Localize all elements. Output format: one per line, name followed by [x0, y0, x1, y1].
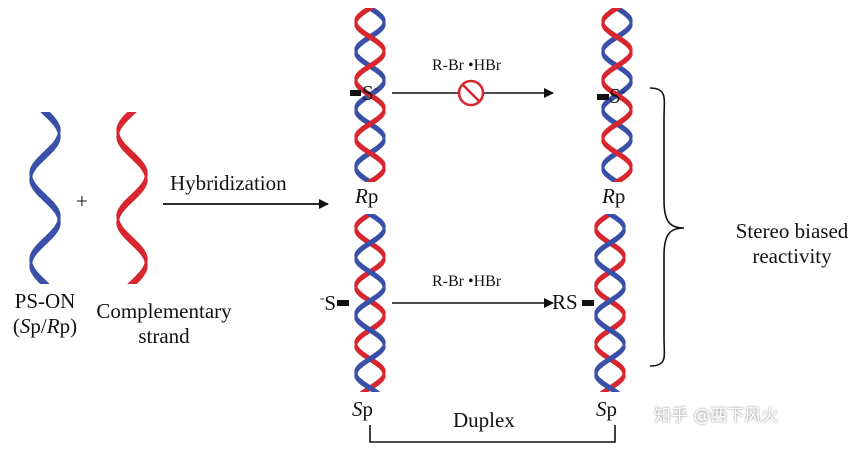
rp-duplex-right-red — [601, 8, 633, 182]
ps-on-strand — [29, 112, 61, 284]
no-reaction-icon — [457, 79, 485, 107]
s-minus-top-label: S- — [362, 80, 379, 105]
hybridization-label: Hybridization — [170, 171, 287, 195]
sp-right-label: Sp — [596, 397, 617, 421]
rp-left-label: Rp — [355, 184, 379, 208]
reagent-bottom-label: R-Br •HBr — [432, 273, 502, 290]
sp-duplex-right-blue — [594, 214, 626, 392]
right-brace — [649, 87, 685, 367]
reagent-top-label: R-Br •HBr — [432, 57, 502, 74]
rp-right-label: Rp — [602, 184, 626, 208]
s-minus-right-label: S- — [609, 83, 626, 108]
sp-left-label: Sp — [352, 397, 373, 421]
stereo-biased-label: Stereo biased reactivity — [735, 219, 849, 268]
minus-s-label: -S — [320, 290, 337, 315]
plus-sign: + — [76, 189, 88, 213]
complementary-strand — [116, 112, 148, 284]
sp-duplex-left-blue — [354, 214, 386, 392]
rp-duplex-left-red — [354, 8, 386, 182]
duplex-bracket — [369, 425, 616, 443]
complementary-strand-label: Complementary strand — [96, 299, 232, 348]
rs-label: RS — [552, 290, 578, 314]
duplex-label: Duplex — [453, 408, 515, 432]
ps-on-label: PS-ON (Sp/Rp) — [12, 289, 78, 338]
watermark-text: 知乎 @西下风火 — [654, 406, 779, 426]
